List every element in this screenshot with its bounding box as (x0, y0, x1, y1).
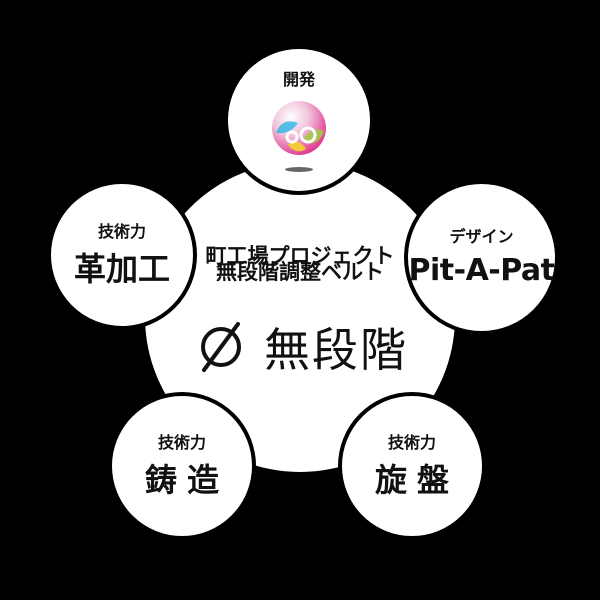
satellite-lathe: 技術力 旋盤 (338, 392, 486, 540)
satellite-caption: デザイン (449, 226, 514, 246)
colorful-sphere-icon (272, 100, 326, 155)
satellite-caption: 技術力 (97, 222, 146, 241)
satellite-development: 開発 (224, 45, 374, 195)
satellite-casting: 技術力 鋳造 (108, 392, 256, 540)
satellite-label: Pit-A-Pat (408, 252, 556, 288)
sphere-shadow (285, 166, 313, 172)
satellite-caption: 開発 (282, 69, 315, 89)
logo-text: 無段階 (264, 323, 408, 377)
empty-set-icon (201, 322, 241, 372)
satellite-caption: 技術力 (387, 433, 436, 452)
satellite-label: 旋盤 (374, 461, 459, 499)
satellite-design: デザイン Pit-A-Pat (404, 180, 559, 335)
satellite-leather: 技術力 革加工 (47, 180, 197, 330)
mudankai-logo: 無段階 (192, 314, 408, 380)
center-title-line2: 無段階調整ベルト (216, 260, 384, 284)
satellite-label: 革加工 (73, 250, 170, 288)
satellite-label: 鋳造 (144, 461, 229, 499)
satellite-caption: 技術力 (157, 433, 206, 452)
center-title-line1: 町工場プロジェクト (205, 244, 395, 268)
